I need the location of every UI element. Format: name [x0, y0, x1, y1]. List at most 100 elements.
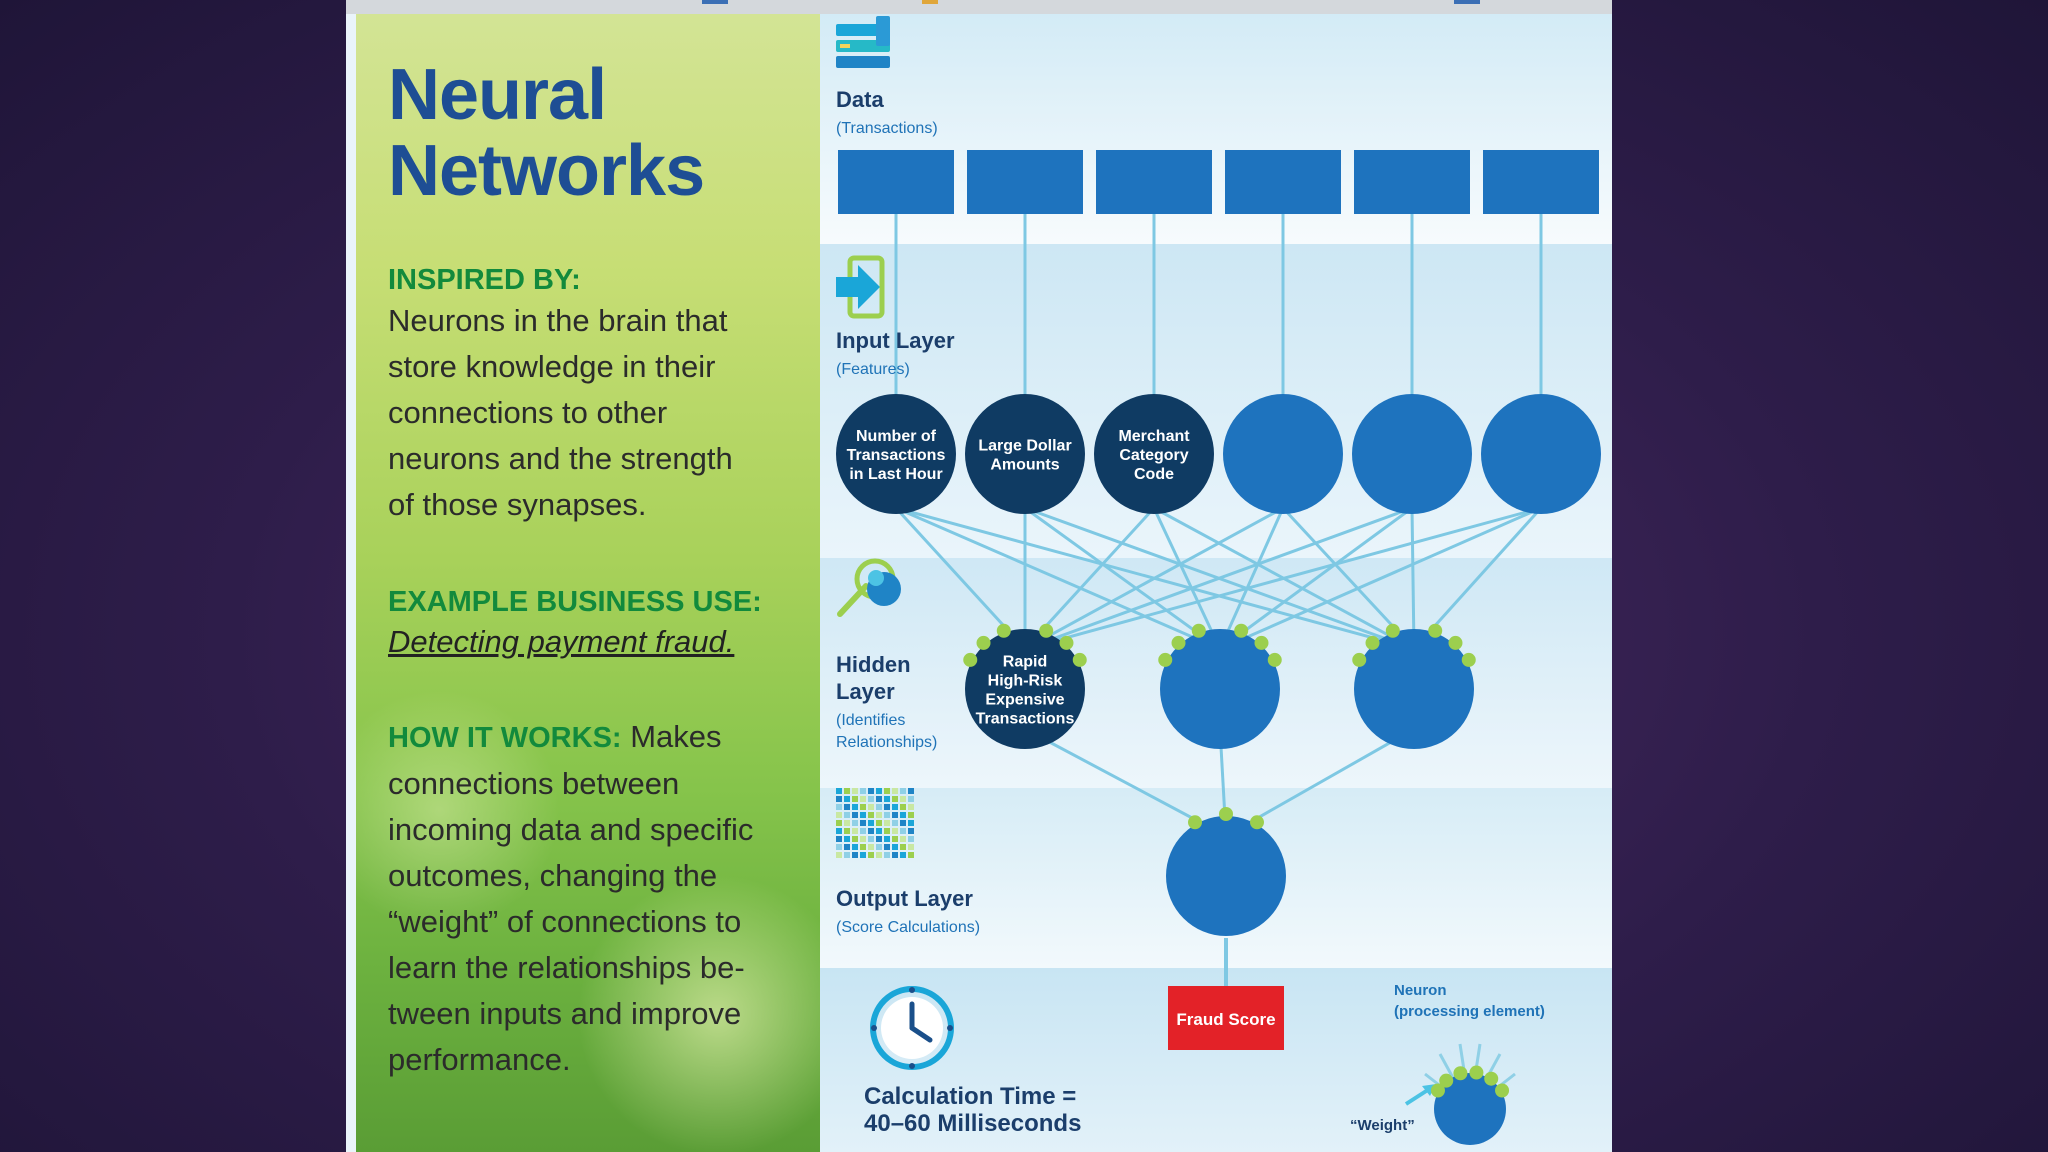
grid-cell: [868, 836, 874, 842]
grid-cell: [844, 820, 850, 826]
top-bar: [346, 0, 1612, 14]
grid-cell: [876, 836, 882, 842]
weight-dot: [1158, 652, 1173, 667]
grid-cell: [836, 828, 842, 834]
input-to-hidden-line: [1024, 506, 1542, 651]
output-node: [1166, 807, 1286, 936]
grid-cell: [860, 820, 866, 826]
hidden-node: [1352, 623, 1476, 749]
weight-dot: [1254, 635, 1269, 650]
inspired-heading: INSPIRED BY:: [388, 264, 581, 296]
grid-cell: [868, 820, 874, 826]
input-to-hidden-line: [1152, 507, 1222, 650]
weight-dot: [1072, 652, 1087, 667]
calc-time-line-2: 40–60 Milliseconds: [864, 1110, 1081, 1137]
grid-cell: [892, 836, 898, 842]
weight-dot: [1059, 635, 1074, 650]
how-it-works: HOW IT WORKS: Makes connections between …: [388, 714, 808, 1083]
weight-dot: [1352, 652, 1367, 667]
input-node-circle: [965, 394, 1085, 514]
grid-cell: [900, 804, 906, 810]
grid-cell: [852, 836, 858, 842]
top-bar-mark: [702, 0, 728, 4]
grid-cell: [908, 796, 914, 802]
grid-cell: [844, 804, 850, 810]
output-grid-icon: [836, 788, 914, 858]
input-node: [1481, 394, 1601, 514]
left-text-panel: Neural Networks INSPIRED BY: Neurons in …: [356, 14, 820, 1152]
grid-cell: [908, 852, 914, 858]
grid-cell: [860, 844, 866, 850]
weight-dot: [1448, 635, 1463, 650]
top-bar-mark: [922, 0, 938, 4]
grid-cell: [884, 812, 890, 818]
weight-dot: [1461, 652, 1476, 667]
grid-cell: [892, 796, 898, 802]
grid-cell: [908, 804, 914, 810]
data-box: [1096, 150, 1212, 214]
fraud-score-box: [1168, 986, 1284, 1050]
inspired-line: Neurons in the brain that: [388, 303, 728, 338]
grid-cell: [884, 820, 890, 826]
input-layer-label: Input Layer: [836, 328, 955, 353]
input-to-hidden-line: [1218, 507, 1285, 650]
weight-dot: [996, 623, 1011, 638]
data-stack-icon: [836, 16, 890, 68]
output-node-circle: [1166, 816, 1286, 936]
grid-cell: [900, 796, 906, 802]
grid-cell: [892, 844, 898, 850]
output-layer-label: Output Layer: [836, 886, 973, 911]
data-boxes: [838, 150, 1599, 214]
neuron-legend-icon: [1404, 1043, 1516, 1145]
grid-cell: [868, 812, 874, 818]
grid-cell: [836, 820, 842, 826]
grid-cell: [852, 788, 858, 794]
data-sublabel: (Transactions): [836, 120, 938, 137]
how-line: “weight” of connections to: [388, 904, 742, 939]
grid-cell: [892, 788, 898, 794]
grid-cell: [860, 788, 866, 794]
input-to-hidden-line: [1219, 506, 1542, 651]
weight-dot: [1219, 807, 1233, 821]
hidden-node: [1158, 623, 1282, 749]
grid-cell: [836, 844, 842, 850]
how-line: performance.: [388, 1042, 571, 1077]
grid-cell: [908, 812, 914, 818]
data-box: [1483, 150, 1599, 214]
grid-cell: [852, 804, 858, 810]
grid-cell: [892, 828, 898, 834]
grid-cell: [876, 804, 882, 810]
how-line: learn the relationships be-: [388, 950, 745, 985]
weight-dot: [1484, 1071, 1499, 1086]
how-line: outcomes, changing the: [388, 858, 718, 893]
grid-cell: [884, 844, 890, 850]
data-label: Data: [836, 87, 884, 112]
weight-dot: [1469, 1065, 1484, 1080]
data-box: [1354, 150, 1470, 214]
weight-dot: [1428, 623, 1443, 638]
node-label: High-Risk: [988, 672, 1063, 689]
title-line-2: Networks: [388, 130, 705, 211]
inspired-line: of those synapses.: [388, 487, 647, 522]
hidden-node-circle: [1160, 629, 1280, 749]
grid-cell: [908, 836, 914, 842]
hidden-node-circle: [965, 629, 1085, 749]
input-node-circle: [1094, 394, 1214, 514]
input-to-hidden-line: [895, 506, 1221, 651]
legend-neuron-circle: [1434, 1073, 1506, 1145]
input-node-circle: [1352, 394, 1472, 514]
grid-cell: [908, 820, 914, 826]
grid-cell: [876, 852, 882, 858]
input-to-hidden-line: [1024, 506, 1413, 651]
weight-dot: [1039, 623, 1054, 638]
grid-cell: [868, 804, 874, 810]
magnifier-icon: [837, 558, 901, 617]
inspired-line: neurons and the strength: [388, 441, 733, 476]
input-to-hidden-line: [1024, 506, 1284, 651]
weight-dot: [1453, 1066, 1468, 1081]
